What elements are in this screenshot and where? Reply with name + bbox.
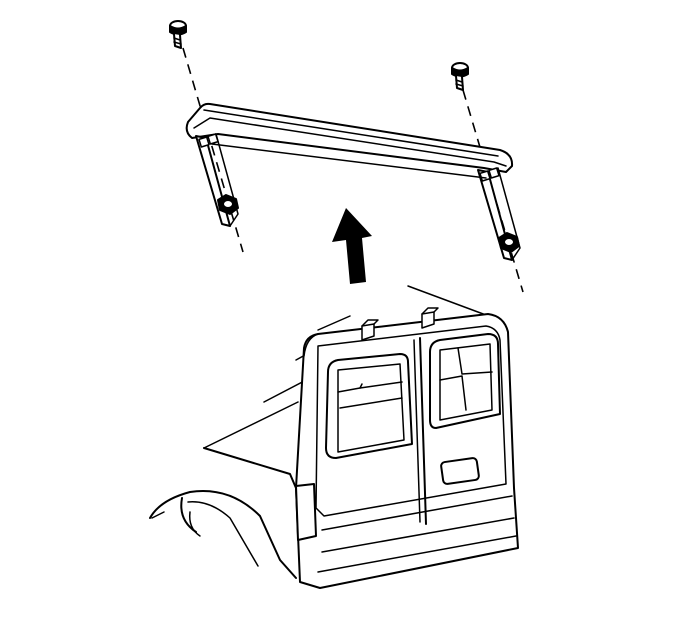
nut-rear-left [217,194,239,215]
bolt-front-left [169,20,187,49]
van-rear-body [149,285,519,589]
roof-rack-crossbar [185,102,521,261]
bolt-front-right [451,62,469,91]
nut-rear-right [498,232,520,253]
up-arrow-icon [332,208,372,284]
